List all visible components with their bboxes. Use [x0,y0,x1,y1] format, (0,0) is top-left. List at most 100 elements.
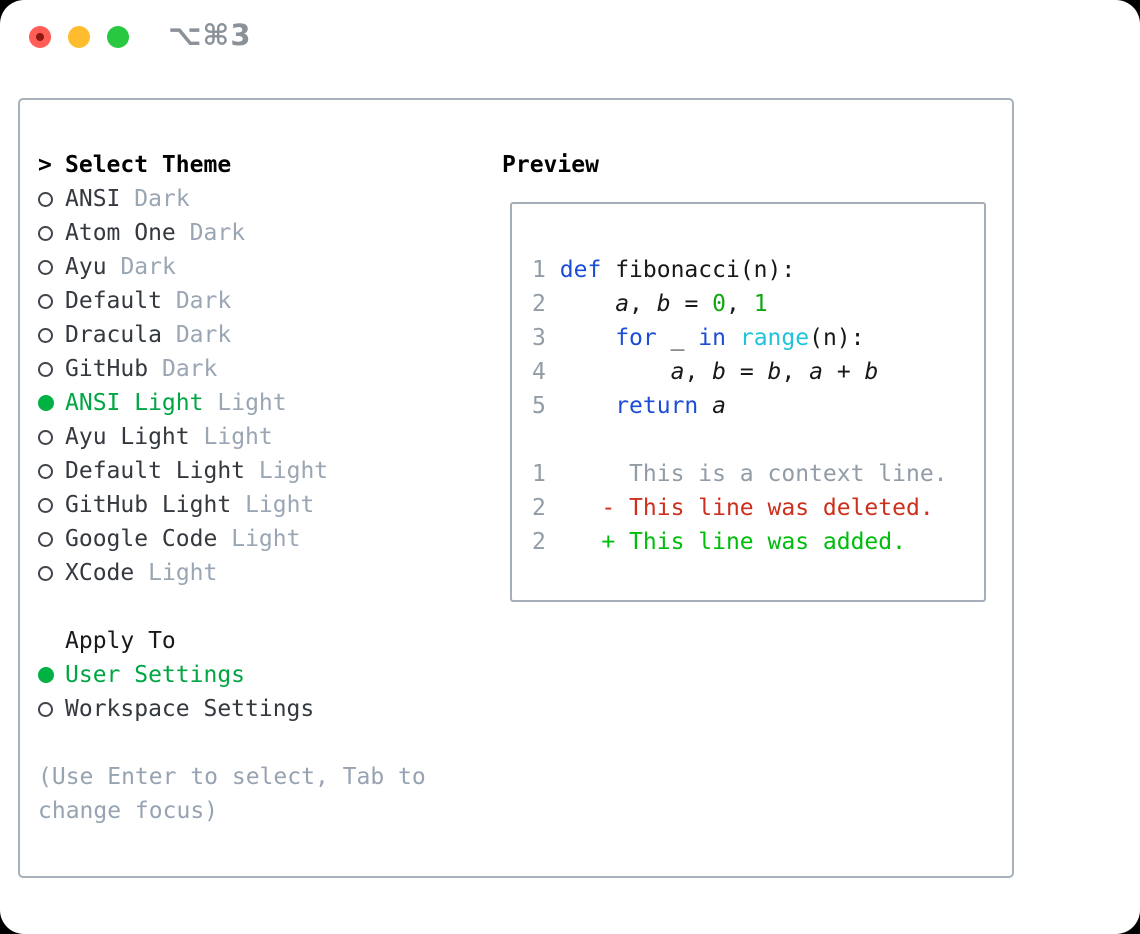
apply-to-title: Apply To [65,628,176,654]
code-line: 4 a, b = b, a + b [532,355,984,389]
window-shortcut-label: ⌥⌘3 [168,18,252,52]
code-token-plain: (n): [809,325,865,351]
theme-variant-tag: Dark [189,220,246,246]
line-number: 2 [532,529,546,555]
theme-option[interactable]: Google Code Light [38,522,426,556]
code-token-plain [726,325,740,351]
apply-to-option-label: Workspace Settings [65,696,315,722]
radio-circle-icon [38,259,53,275]
theme-name: XCode [65,560,135,586]
line-number: 5 [532,393,546,419]
code-line: 1 def fibonacci(n): [532,253,984,287]
code-token-plain [560,359,671,385]
radio-marker-col [38,361,65,377]
theme-option[interactable]: GitHub Dark [38,352,426,386]
code-token-plain: + [822,359,865,385]
theme-variant-tag: Dark [175,322,232,348]
theme-name: Ayu [65,254,107,280]
code-token-deleted: - This line was deleted. [559,495,934,521]
radio-circle-icon [38,293,53,309]
code-token-var: a [615,291,630,317]
radio-marker-col [38,429,65,445]
minimize-button[interactable] [68,26,90,48]
code-token-var: a [712,393,726,419]
theme-option[interactable]: Default Dark [38,284,426,318]
code-token-kw: for [615,325,657,351]
window-titlebar: ⌥⌘3 [0,0,1140,74]
theme-variant-tag: Dark [134,186,190,212]
radio-marker-col [38,259,65,275]
line-number: 1 [532,257,546,283]
theme-option[interactable]: ANSI Light Light [38,386,426,420]
theme-option[interactable]: Ayu Dark [38,250,426,284]
line-number: 4 [532,359,546,385]
apply-to-header: Apply To [38,624,426,658]
line-number: 1 [532,461,546,487]
code-token-kw: in [698,325,726,351]
radio-circle-icon [38,361,53,377]
close-button[interactable] [29,26,51,48]
code-line [532,423,984,457]
code-line: 2 + This line was added. [532,525,984,559]
select-theme-title: Select Theme [65,152,232,178]
code-token-plain: , [629,291,657,317]
select-theme-header: > Select Theme [38,148,426,182]
theme-variant-tag: Light [231,526,301,552]
theme-variant-tag: Dark [175,288,232,314]
help-line-2: change focus) [38,798,219,824]
theme-option[interactable]: XCode Light [38,556,426,590]
code-token-plain: _ [656,325,699,351]
code-token-plain [560,291,615,317]
preview-title: Preview [502,152,599,178]
code-token-kw: def [559,257,602,283]
radio-marker-col [38,531,65,547]
code-token-plain: = [670,291,713,317]
radio-marker-col [38,225,65,241]
code-token-num: 0 [712,291,727,317]
code-line: 1 This is a context line. [532,457,984,491]
code-token-var: b [656,291,671,317]
radio-circle-icon [38,327,53,343]
theme-variant-tag: Light [148,560,218,586]
code-line [532,219,984,253]
line-number: 3 [532,325,546,351]
preview-header: Preview [502,148,1002,182]
theme-option[interactable]: Dracula Dark [38,318,426,352]
radio-circle-icon [38,225,53,241]
theme-option[interactable]: Default Light Light [38,454,426,488]
code-token-plain: fibonacci(n): [601,257,796,283]
apply-to-option-label: User Settings [65,662,246,688]
theme-option[interactable]: GitHub Light Light [38,488,426,522]
theme-variant-tag: Dark [161,356,218,382]
code-token-builtin: range [739,325,810,351]
radio-marker-col [38,463,65,479]
code-token-context: This is a context line. [559,461,948,487]
theme-variant-tag: Light [245,492,315,518]
zoom-button[interactable] [107,26,129,48]
theme-options-list: ANSI Dark Atom One Dark Ayu Dark Default… [38,182,426,590]
code-line: 5 return a [532,389,984,423]
theme-variant-tag: Light [258,458,329,484]
apply-to-option[interactable]: Workspace Settings [38,692,426,726]
theme-option[interactable]: Ayu Light Light [38,420,426,454]
theme-variant-tag: Dark [120,254,176,280]
theme-name: ANSI Light [65,390,204,416]
theme-name: Default [65,288,162,314]
apply-to-option[interactable]: User Settings [38,658,426,692]
radio-circle-icon [38,497,53,513]
theme-name: Google Code [65,526,218,552]
radio-marker-col [38,191,65,207]
line-number: 2 [532,495,546,521]
radio-circle-icon [38,565,53,581]
theme-option[interactable]: ANSI Dark [38,182,426,216]
code-line: 2 - This line was deleted. [532,491,984,525]
radio-marker-col [38,395,65,411]
theme-name: Dracula [65,322,162,348]
radio-circle-icon [38,395,54,411]
line-number: 2 [532,291,546,317]
theme-option[interactable]: Atom One Dark [38,216,426,250]
radio-circle-icon [38,191,53,207]
